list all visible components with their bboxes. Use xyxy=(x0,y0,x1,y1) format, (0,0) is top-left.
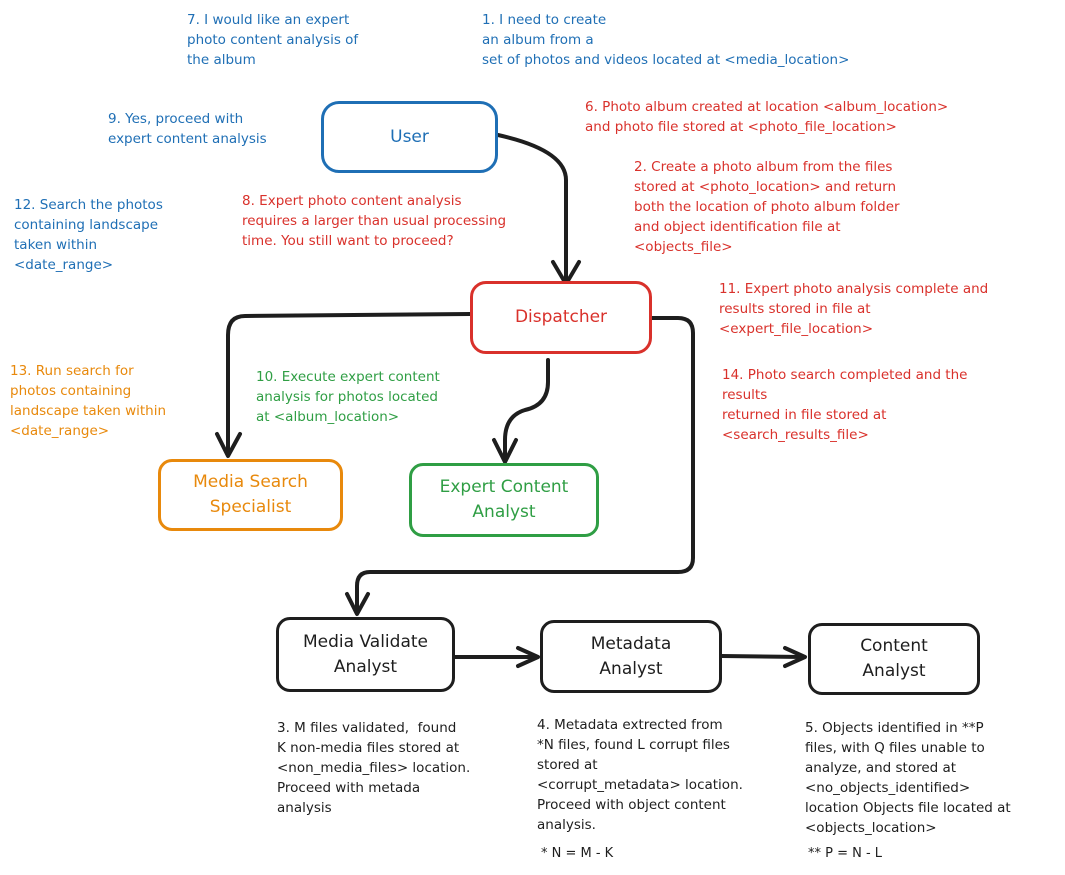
media-validate-analyst-node: Media Validate Analyst xyxy=(276,617,455,692)
arrowhead-dispatcher-to-media-search xyxy=(215,432,242,458)
expert-content-analyst-node: Expert Content Analyst xyxy=(409,463,599,537)
note-step-14: 14. Photo search completed and the resul… xyxy=(722,367,968,443)
metadata-analyst-node: Metadata Analyst xyxy=(540,620,722,693)
formula-p: ** P = N - L xyxy=(808,846,883,861)
note-step-2: 2. Create a photo album from the files s… xyxy=(634,159,900,255)
note-step-3: 3. M files validated, found K non-media … xyxy=(277,720,471,816)
media-validate-analyst-label: Media Validate Analyst xyxy=(303,631,428,677)
arrow-dispatcher-to-media-validate xyxy=(355,316,695,614)
expert-content-analyst-label: Expert Content Analyst xyxy=(439,477,569,522)
note-step-4: 4. Metadata extrected from *N files, fou… xyxy=(537,717,743,833)
content-analyst-node: Content Analyst xyxy=(808,623,980,695)
dispatcher-node-label: Dispatcher xyxy=(514,307,608,327)
arrowhead-dispatcher-to-expert xyxy=(492,438,518,464)
formula-n: * N = M - K xyxy=(541,846,614,861)
note-step-13: 13. Run search for photos containing lan… xyxy=(10,363,167,439)
dispatcher-node: Dispatcher xyxy=(470,281,652,354)
note-step-7: 7. I would like an expert photo content … xyxy=(187,12,359,68)
arrowhead-validate-to-metadata xyxy=(516,646,540,668)
note-step-12: 12. Search the photos containing landsca… xyxy=(14,197,163,273)
arrow-user-to-dispatcher xyxy=(496,133,568,284)
note-step-6: 6. Photo album created at location <albu… xyxy=(585,99,949,135)
arrow-metadata-to-content xyxy=(720,654,805,659)
arrowhead-dispatcher-to-media-validate xyxy=(345,592,370,616)
note-step-8: 8. Expert photo content analysis require… xyxy=(242,193,507,249)
arrowhead-metadata-to-content xyxy=(783,646,807,668)
media-search-specialist-node: Media Search Specialist xyxy=(158,459,343,531)
metadata-analyst-label: Metadata Analyst xyxy=(590,633,672,679)
user-node-label: User xyxy=(390,126,429,147)
note-step-10: 10. Execute expert content analysis for … xyxy=(256,369,440,425)
content-analyst-label: Content Analyst xyxy=(860,636,928,681)
note-step-11: 11. Expert photo analysis complete and r… xyxy=(719,281,989,337)
media-search-specialist-label: Media Search Specialist xyxy=(193,472,308,517)
note-step-9: 9. Yes, proceed with expert content anal… xyxy=(108,111,267,147)
note-step-5: 5. Objects identified in **P files, with… xyxy=(805,720,1011,836)
user-node: User xyxy=(321,101,498,173)
arrow-dispatcher-to-expert xyxy=(503,358,550,462)
note-step-1: 1. I need to create an album from a set … xyxy=(482,12,850,68)
arrow-dispatcher-to-media-search xyxy=(226,312,472,456)
